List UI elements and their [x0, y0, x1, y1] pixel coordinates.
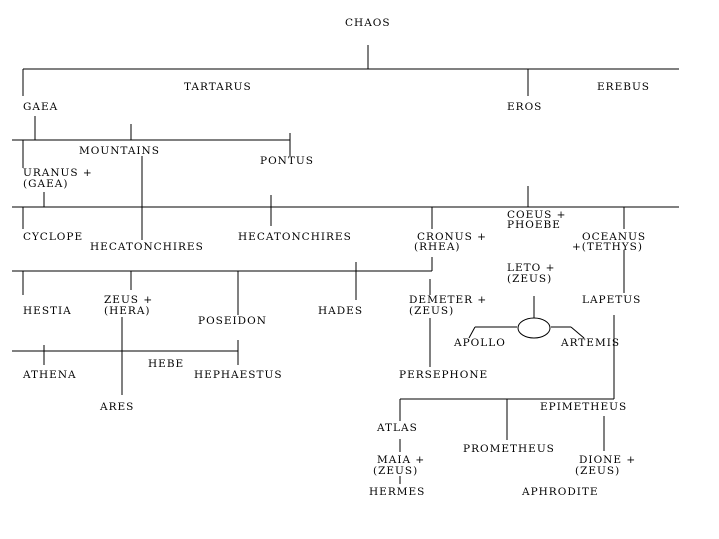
label-maia-line1: MAIA + [377, 454, 425, 466]
label-eros: EROS [507, 101, 542, 113]
label-hebe: HEBE [148, 358, 184, 370]
label-hephaestus: HEPHAESTUS [194, 369, 283, 381]
connector [570, 326, 585, 339]
label-uranus-line1: URANUS + [23, 167, 93, 179]
labels: CHAOS TARTARUS EREBUS GAEA EROS MOUNTAIN… [22, 17, 650, 498]
label-cyclope: CYCLOPE [23, 231, 83, 243]
label-epimetheus: EPIMETHEUS [540, 401, 627, 413]
label-pontus: PONTUS [260, 155, 314, 167]
connector [468, 326, 476, 339]
label-cronus-line2: (RHEA) [414, 241, 461, 253]
label-zeus-line1: ZEUS + [104, 294, 153, 306]
label-oceanus-line2: +(TETHYS) [572, 241, 643, 253]
label-gaea: GAEA [23, 101, 58, 113]
label-lapetus: LAPETUS [582, 294, 641, 306]
label-aphrodite: APHRODITE [521, 486, 599, 498]
label-ares: ARES [99, 401, 134, 413]
label-maia-line2: (ZEUS) [373, 465, 418, 477]
label-uranus-line2: (GAEA) [23, 178, 68, 190]
label-coeus-line1: COEUS + [507, 209, 567, 221]
label-demeter-line2: (ZEUS) [409, 305, 454, 317]
label-erebus: EREBUS [597, 81, 650, 93]
label-hestia: HESTIA [23, 305, 72, 317]
label-hades: HADES [318, 305, 363, 317]
label-cronus-line1: CRONUS + [417, 231, 487, 243]
apollo-artemis-union [517, 317, 551, 339]
label-prometheus: PROMETHEUS [463, 443, 555, 455]
label-chaos: CHAOS [345, 17, 391, 29]
label-coeus-line2: PHOEBE [507, 219, 561, 231]
label-dione-line1: DIONE + [579, 454, 636, 466]
label-persephone: PERSEPHONE [399, 369, 488, 381]
label-zeus-line2: (HERA) [104, 305, 151, 317]
label-apollo: APOLLO [453, 337, 506, 349]
label-artemis: ARTEMIS [560, 337, 620, 349]
label-hecatonchires-left: HECATONCHIRES [90, 241, 204, 253]
label-demeter-line1: DEMETER + [409, 294, 487, 306]
label-mountains: MOUNTAINS [79, 145, 160, 157]
label-dione-line2: (ZEUS) [575, 465, 620, 477]
label-poseidon: POSEIDON [198, 315, 267, 327]
label-leto-line2: (ZEUS) [507, 273, 552, 285]
label-leto-line1: LETO + [507, 262, 555, 274]
label-hermes: HERMES [369, 486, 425, 498]
label-tartarus: TARTARUS [184, 81, 252, 93]
label-oceanus-line1: OCEANUS [582, 231, 646, 243]
connector-lines [12, 45, 679, 484]
label-athena: ATHENA [22, 369, 77, 381]
label-atlas: ATLAS [376, 422, 418, 434]
label-hecatonchires-mid: HECATONCHIRES [238, 231, 352, 243]
